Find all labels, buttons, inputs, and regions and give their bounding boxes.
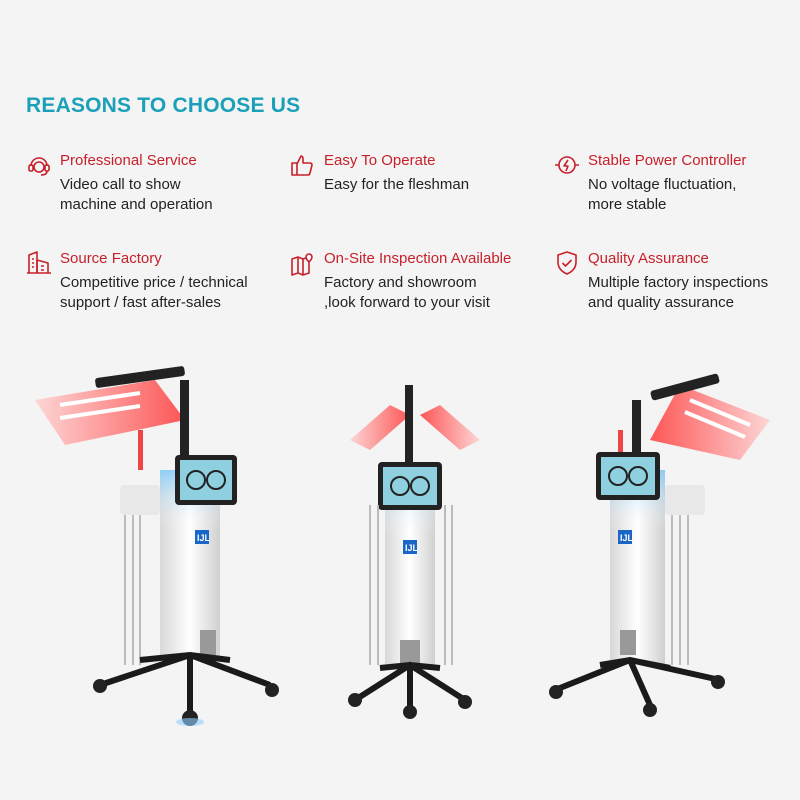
feature-title: On-Site Inspection Available (324, 250, 512, 267)
power-controller-icon (554, 152, 580, 178)
feature-description: Factory and showroom,look forward to you… (324, 274, 490, 311)
machine-logo: IJL (197, 533, 211, 543)
shield-check-icon (554, 250, 580, 276)
feature-title: Quality Assurance (588, 250, 709, 267)
thumbs-up-icon (290, 152, 316, 178)
page-title: REASONS TO CHOOSE US (26, 94, 301, 117)
feature-title: Source Factory (60, 250, 162, 267)
feature-description: No voltage fluctuation,more stable (588, 176, 737, 213)
feature-title: Easy To Operate (324, 152, 436, 169)
feature-title: Stable Power Controller (588, 152, 747, 169)
product-machines-image: IJL IJL (35, 366, 770, 726)
machine-logo: IJL (620, 533, 634, 543)
feature-title: Professional Service (60, 152, 197, 169)
machine-center: IJL (348, 385, 480, 719)
machine-right: IJL (549, 373, 770, 717)
machine-left: IJL (35, 366, 279, 726)
map-location-icon (290, 250, 316, 276)
machine-logo: IJL (405, 543, 419, 553)
headset-icon (26, 152, 52, 178)
feature-description: Easy for the fleshman (324, 176, 470, 193)
factory-icon (26, 250, 52, 276)
